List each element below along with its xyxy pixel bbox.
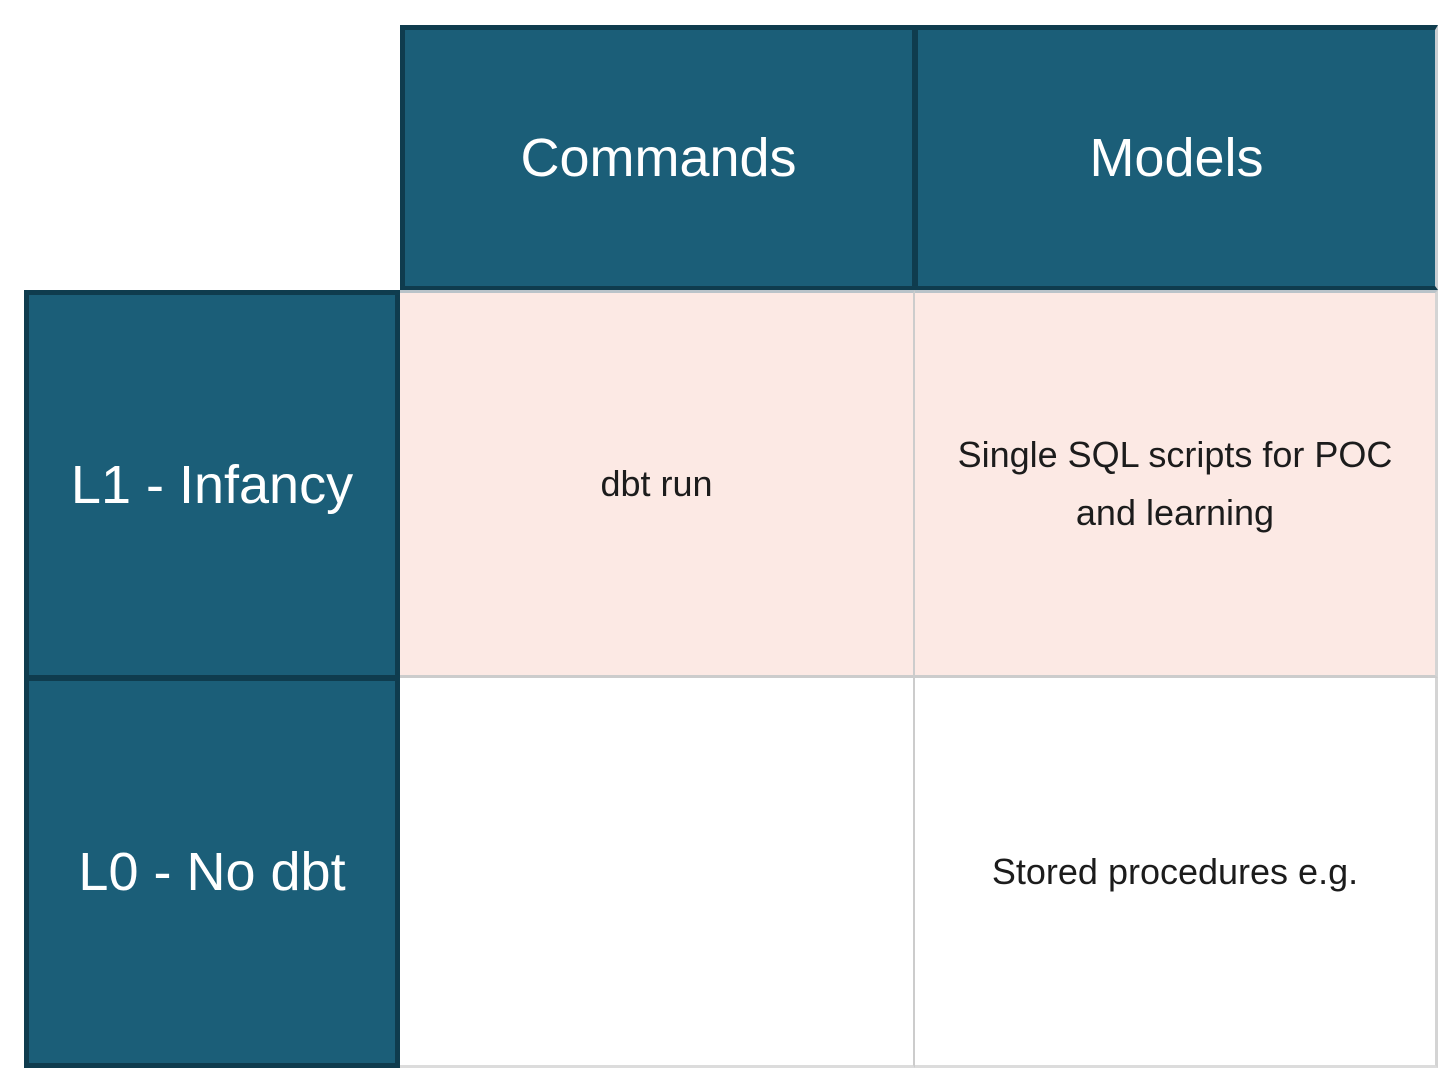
row-header-l0-no-dbt: L0 - No dbt — [24, 678, 400, 1068]
column-header-commands: Commands — [400, 25, 915, 290]
cell-l1-commands: dbt run — [400, 290, 915, 678]
row-header-l1-infancy: L1 - Infancy — [24, 290, 400, 678]
cell-l0-commands — [400, 678, 915, 1068]
cell-l0-models: Stored procedures e.g. — [915, 678, 1438, 1068]
column-header-models: Models — [915, 25, 1438, 290]
cell-l1-models: Single SQL scripts for POC and learning — [915, 290, 1438, 678]
dbt-maturity-table: Commands Models L1 - Infancy dbt run Sin… — [24, 25, 1438, 1068]
corner-spacer — [24, 25, 400, 290]
